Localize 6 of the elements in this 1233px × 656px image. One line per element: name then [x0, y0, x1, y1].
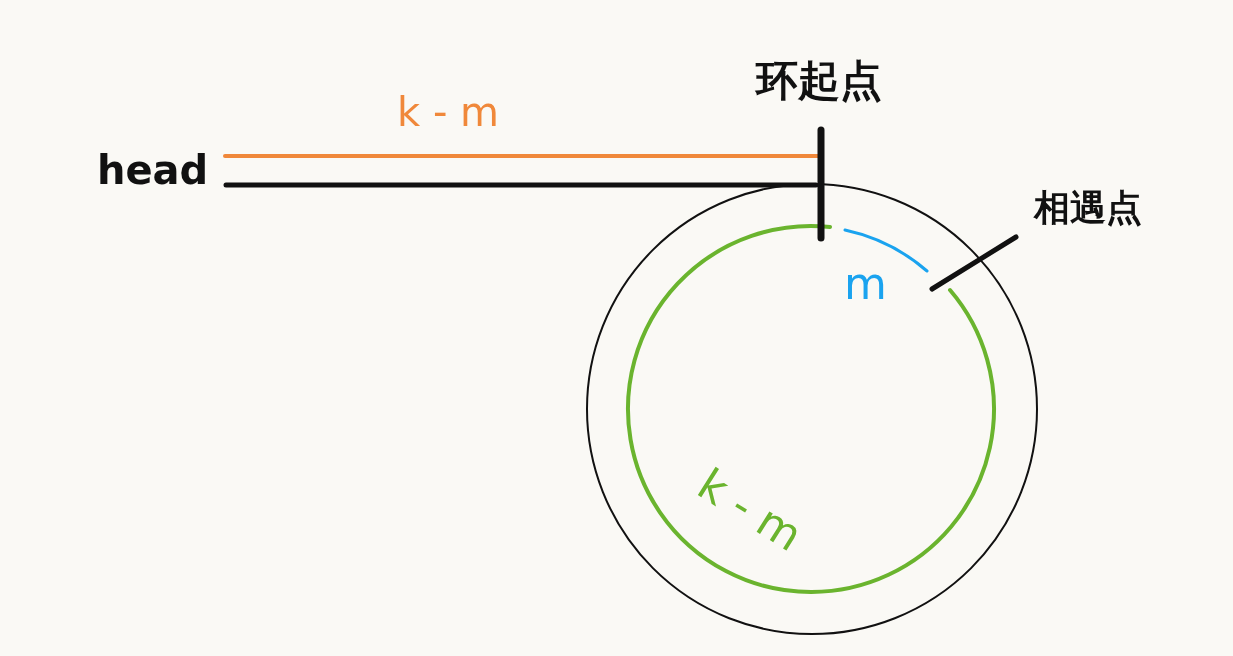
point-label: 相遇点: [1034, 190, 1142, 226]
length-label: k - m: [690, 461, 810, 559]
length-label: m: [844, 262, 887, 306]
length-label: k - m: [397, 92, 499, 132]
point-label: 环起点: [756, 60, 882, 102]
head-label: head: [97, 150, 209, 190]
